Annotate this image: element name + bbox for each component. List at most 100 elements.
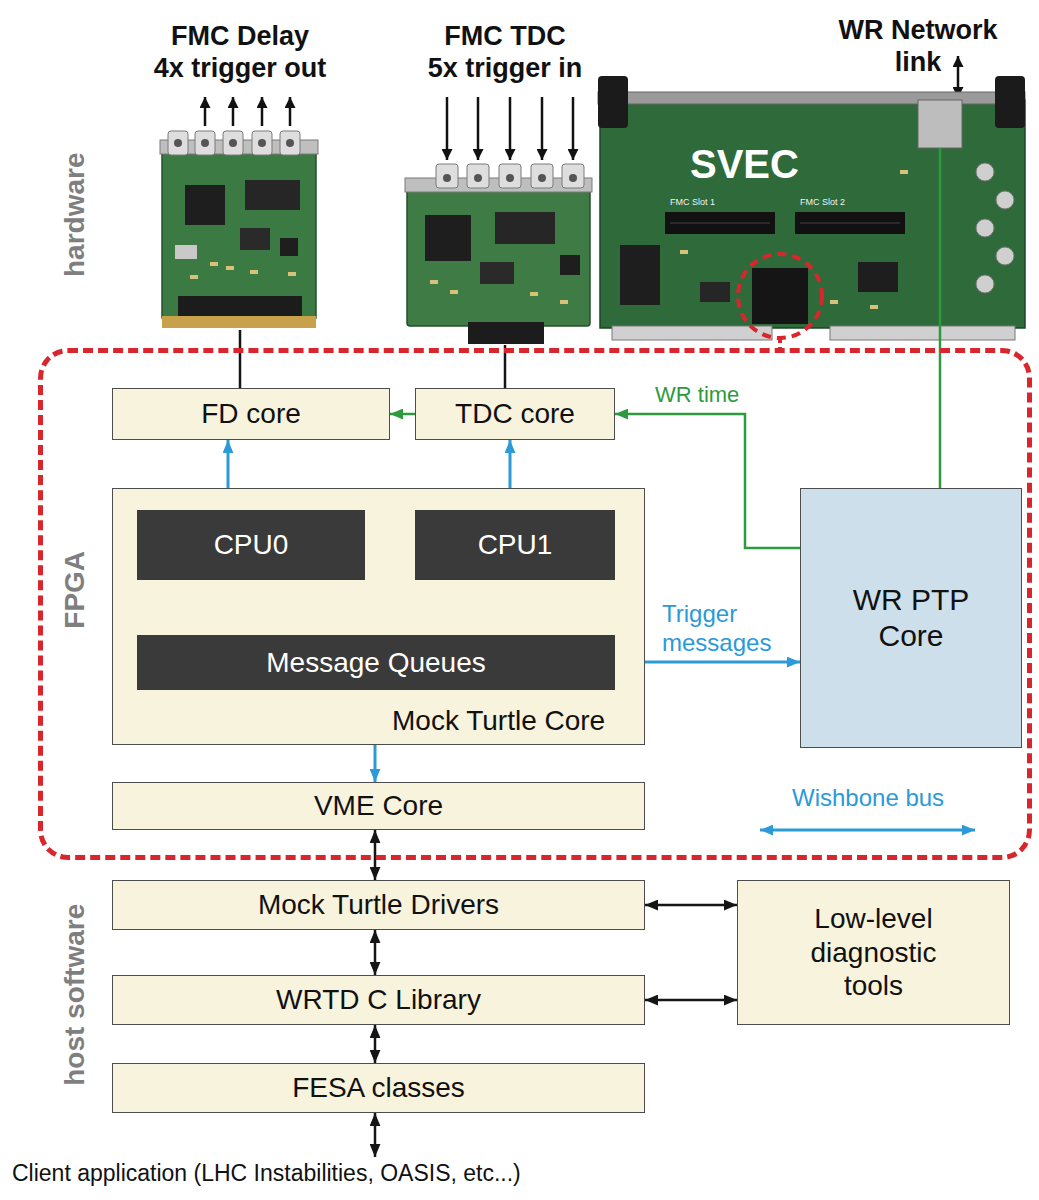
fmc-tdc-card: FMC TDC 5x trigger in [405,14,600,345]
fmc-tdc-photo [407,188,590,326]
fmc-tdc-photo [467,164,489,188]
svec-board-photo [870,305,878,309]
fmc-delay-photo [226,266,234,270]
svec-board-photo [600,100,1025,328]
node-heading: FMC TDC 5x trigger in [428,20,583,85]
node-heading: Client application (LHC Instabilities, O… [12,1160,521,1188]
svec-board-photo [830,326,1015,340]
fmc-tdc-photo [474,174,482,182]
fmc-tdc-photo [436,164,584,188]
trigger-in-arrows [541,97,544,160]
node-label: WR PTP Core [853,582,970,654]
fmc-delay-photo [162,316,316,328]
node-label: Low-level diagnostic tools [810,902,936,1003]
fmc-tdc-photo [562,164,584,188]
client-application: Client application (LHC Instabilities, O… [10,1157,525,1191]
fmc-tdc-photo [430,280,438,284]
fmc-delay-photo [280,238,298,256]
fmc-delay-photo [240,228,270,250]
trigger-in-arrows [446,97,449,160]
node-heading: FPGA [58,551,92,629]
trigger-out-arrows [261,97,264,126]
fmc-delay-photo [185,185,225,225]
software-link-arrow [645,904,737,907]
text-line: Low-level [810,902,936,936]
legend-label: Wishbone bus [792,784,944,813]
fmc-tdc-photo [430,280,568,304]
svec-board-photo [918,100,962,148]
tdc-core-box: TDC core [415,388,615,440]
fmc-tdc-photo [468,322,544,344]
text-line: Core [853,618,970,654]
text-line: 4x trigger out [154,52,327,84]
trigger-in-arrows [477,97,480,160]
svec-board-photo [995,76,1025,128]
fmc-tdc-photo [569,174,577,182]
svec-board-photo [900,170,908,174]
svec-board-photo [996,247,1014,265]
fmc-tdc-photo [425,215,471,261]
vme-core-box: VME Core [112,782,645,830]
trigger-out-arrows [232,97,235,126]
node-label: VME Core [314,789,443,823]
trigger-in-arrows [509,97,512,160]
svec-board-photo [738,254,822,338]
text-line: link [838,46,997,78]
fmc-delay-photo [288,272,296,276]
text-line: WR PTP [853,582,970,618]
node-heading: WR Network link [838,14,997,79]
library-box: WRTD C Library [112,975,645,1025]
svec-board-photo [976,275,994,293]
fmc-delay-photo [258,139,266,147]
svec-board-photo [976,219,994,237]
fmc-delay-photo [201,139,209,147]
fmc-tdc-photo [531,164,553,188]
trigger-out-arrows [204,97,207,126]
svec-board-photo [620,245,660,305]
silkscreen-label: FMC Slot 1 [670,197,715,208]
svec-board-photo [976,163,1014,293]
fmc-delay-photo [245,180,300,210]
fmc-delay-photo [175,245,197,259]
fmc-tdc-photo [436,164,458,188]
software-link-arrow [374,830,377,880]
fmc-tdc-photo [538,174,546,182]
node-label: CPU0 [214,528,289,562]
svec-board-photo [680,170,908,309]
node-label: CPU1 [478,528,553,562]
fpga-region: FPGAFD coreTDC coreMock Turtle CoreCPU0C… [38,348,1032,860]
trigger-out-arrows [205,97,290,126]
fmc-delay-photo [162,150,316,320]
section-label: host software [58,904,92,1086]
fmc-delay-photo [168,131,300,155]
fmc-delay-photo [178,296,302,316]
fmc-tdc-photo [530,292,538,296]
svec-board-photo [752,268,808,324]
section-label: hardware [58,153,92,278]
svec-board-photo [996,191,1014,209]
fmc-delay-photo [286,139,294,147]
fmc-delay-photo [223,131,243,155]
text-line: messages [662,629,771,658]
wr-link-line [939,345,942,488]
message-queues: Message Queues [137,635,615,690]
fesa-box: FESA classes [112,1063,645,1113]
fmc-delay-photo [174,139,294,147]
fmc-tdc-photo [506,174,514,182]
svec-board-photo [976,163,994,181]
text-line: tools [810,969,936,1003]
node-heading: FMC Delay 4x trigger out [154,20,327,85]
svec-board: WR Network linkSVEC [598,8,1025,345]
svec-board-photo [598,76,628,128]
text-line: diagnostic [810,936,936,970]
wr-ptp-core: WR PTP Core [800,488,1022,748]
edge-label: Trigger messages [662,600,771,658]
fmc-delay-photo [174,139,182,147]
svec-board-photo [795,212,905,234]
fmc-tdc-photo [443,174,451,182]
fmc-tdc-photo [560,255,580,275]
fmc-delay-photo [195,131,215,155]
